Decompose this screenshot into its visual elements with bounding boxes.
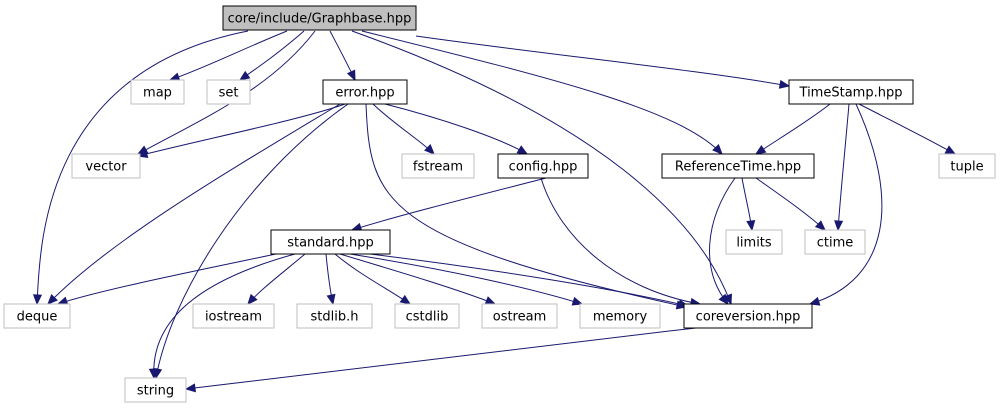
edge-standard-to-ostream <box>339 253 497 305</box>
node-label: set <box>219 86 239 101</box>
edge-error-to-fstream <box>372 103 435 155</box>
node-ostream: ostream <box>481 303 558 329</box>
node-vector: vector <box>71 153 141 179</box>
edge-referencetime-to-coreversion <box>709 177 736 305</box>
node-label: deque <box>17 310 58 325</box>
node-box <box>683 303 813 329</box>
node-box <box>788 79 914 105</box>
edge-standard-to-deque <box>56 253 277 306</box>
node-label: map <box>143 86 172 101</box>
node-config[interactable]: config.hpp <box>497 153 589 179</box>
node-string: string <box>124 377 187 403</box>
edge-standard-to-cstdlib <box>334 253 412 305</box>
edge-timestamp-to-coreversion <box>808 103 883 306</box>
edge-graphbase-to-set <box>238 30 305 81</box>
node-box <box>579 303 661 329</box>
node-tuple: tuple <box>938 153 996 179</box>
node-box <box>192 303 275 329</box>
edge-timestamp-to-ctime <box>834 103 850 232</box>
edge-config-to-standard <box>350 177 547 232</box>
node-box <box>401 153 475 179</box>
edge-error-to-deque <box>47 103 341 305</box>
node-label: memory <box>593 310 648 325</box>
node-referencetime[interactable]: ReferenceTime.hpp <box>661 153 815 179</box>
edge-timestamp-to-referencetime <box>754 103 831 155</box>
node-label: coreversion.hpp <box>696 310 801 325</box>
edges-layer <box>32 30 957 393</box>
edge-graphbase-to-error <box>329 30 356 82</box>
node-box <box>661 153 815 179</box>
node-box <box>322 79 408 105</box>
node-box <box>130 79 185 105</box>
edge-standard-to-stdlib_h <box>325 253 336 306</box>
node-box <box>206 79 251 105</box>
edge-error-to-coreversion <box>365 103 688 310</box>
edge-standard-to-coreversion <box>369 253 690 309</box>
edge-graphbase-to-timestamp <box>415 35 791 89</box>
node-label: config.hpp <box>509 160 578 175</box>
node-stdlib-h: stdlib.h <box>296 303 373 329</box>
edge-config-to-coreversion <box>540 177 702 307</box>
edge-coreversion-to-string <box>184 327 697 393</box>
edge-referencetime-to-ctime <box>755 177 826 231</box>
node-error[interactable]: error.hpp <box>322 79 408 105</box>
node-box <box>394 303 460 329</box>
node-fstream: fstream <box>401 153 475 179</box>
node-memory: memory <box>579 303 661 329</box>
edge-referencetime-to-limits <box>741 177 756 232</box>
node-label: TimeStamp.hpp <box>799 86 903 101</box>
node-label: error.hpp <box>335 86 394 101</box>
node-deque: deque <box>3 303 71 329</box>
edge-standard-to-string <box>148 253 296 380</box>
node-map: map <box>130 79 185 105</box>
node-box <box>296 303 373 329</box>
node-label: vector <box>85 160 127 175</box>
node-label: tuple <box>950 160 983 175</box>
edge-standard-to-memory <box>349 253 584 306</box>
node-label: ostream <box>493 310 547 325</box>
node-label: iostream <box>205 310 262 325</box>
node-coreversion[interactable]: coreversion.hpp <box>683 303 813 329</box>
edge-graphbase-to-referencetime <box>361 30 723 155</box>
node-label: limits <box>736 236 772 251</box>
node-graphbase[interactable]: core/include/Graphbase.hpp <box>222 5 417 31</box>
node-iostream: iostream <box>192 303 275 329</box>
node-cstdlib: cstdlib <box>394 303 460 329</box>
edge-graphbase-to-map <box>168 30 288 82</box>
node-label: stdlib.h <box>311 310 359 325</box>
node-limits: limits <box>725 229 783 255</box>
edge-timestamp-to-tuple <box>858 103 957 155</box>
nodes-layer: core/include/Graphbase.hpp map set error.hp… <box>3 5 996 403</box>
node-label: string <box>137 384 174 399</box>
node-standard[interactable]: standard.hpp <box>270 229 391 255</box>
node-label: ctime <box>817 236 854 251</box>
node-box <box>270 229 391 255</box>
node-box <box>481 303 558 329</box>
node-label: cstdlib <box>406 310 449 325</box>
node-timestamp[interactable]: TimeStamp.hpp <box>788 79 914 105</box>
edge-error-to-config <box>384 103 529 155</box>
node-label: ReferenceTime.hpp <box>675 160 801 175</box>
node-ctime: ctime <box>804 229 866 255</box>
node-set: set <box>206 79 251 105</box>
node-box <box>124 377 187 403</box>
node-box <box>3 303 71 329</box>
edge-graphbase-to-deque <box>32 30 249 306</box>
node-label: standard.hpp <box>287 236 374 251</box>
node-box <box>725 229 783 255</box>
node-box <box>938 153 996 179</box>
node-box <box>71 153 141 179</box>
node-box <box>804 229 866 255</box>
node-label: fstream <box>413 160 463 175</box>
node-box <box>497 153 589 179</box>
node-label: core/include/Graphbase.hpp <box>228 12 412 27</box>
node-box <box>222 5 417 31</box>
edge-standard-to-iostream <box>247 253 306 305</box>
